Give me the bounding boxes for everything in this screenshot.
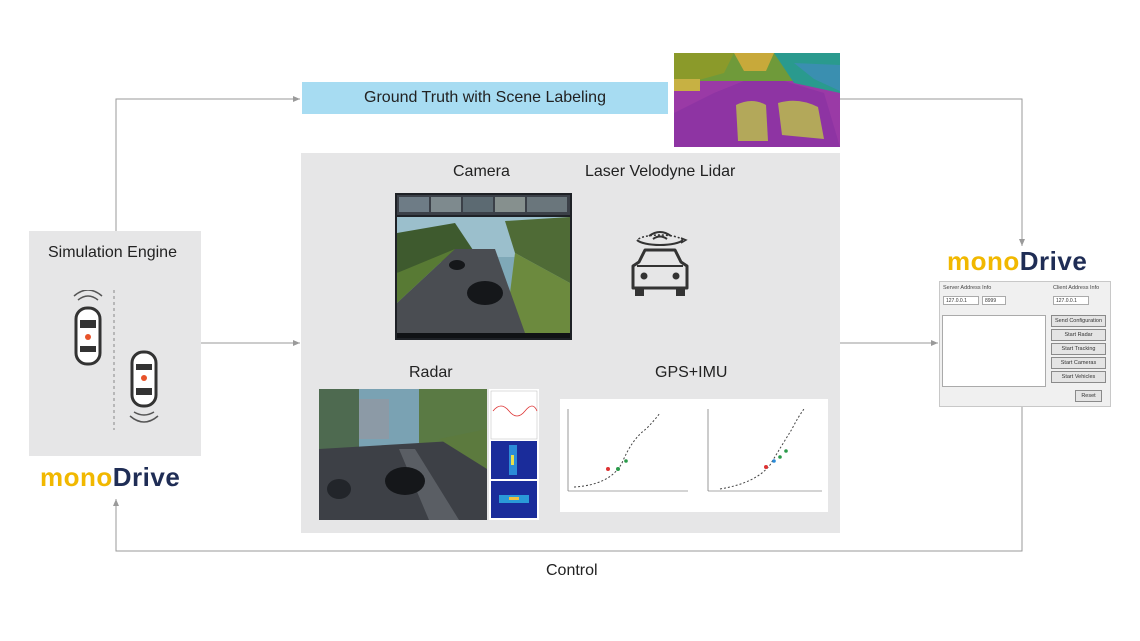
client-address-header: Client Address Info (1053, 285, 1100, 291)
logo-drive: Drive (112, 462, 181, 492)
arrow-control-loop (113, 404, 1023, 552)
lidar-label: Laser Velodyne Lidar (585, 163, 736, 180)
client-ip-field[interactable]: 127.0.0.1 (1053, 296, 1089, 305)
send-configuration-button[interactable]: Send Configuration (1051, 315, 1106, 327)
logo-mono: mono (947, 246, 1020, 276)
start-tracking-button[interactable]: Start Tracking (1051, 343, 1106, 355)
log-list[interactable] (942, 315, 1046, 387)
server-address-header: Server Address Info (943, 285, 992, 291)
simulation-engine-title: Simulation Engine (48, 244, 177, 261)
start-radar-button[interactable]: Start Radar (1051, 329, 1106, 341)
gps-imu-label: GPS+IMU (655, 364, 728, 381)
radar-label: Radar (409, 364, 453, 381)
simulation-engine-panel (29, 231, 201, 456)
scene-labeling-image (674, 53, 840, 147)
arrow-ground-truth-to-client (840, 98, 1025, 246)
ground-truth-bar: Ground Truth with Scene Labeling (302, 82, 668, 114)
gps-imu-plot-image (560, 399, 828, 512)
camera-label: Camera (453, 163, 510, 180)
logo-drive: Drive (1019, 246, 1088, 276)
ground-truth-label: Ground Truth with Scene Labeling (364, 89, 606, 106)
reset-button[interactable]: Reset (1075, 390, 1102, 402)
server-port-field[interactable]: 8999 (982, 296, 1006, 305)
lidar-car-icon (631, 231, 689, 296)
client-gui-window: Server Address Info Client Address Info … (939, 281, 1111, 407)
monodrive-logo-right: monoDrive (947, 246, 1087, 277)
radar-plots-image (489, 389, 539, 520)
simulation-cars-icon (73, 290, 159, 430)
start-cameras-button[interactable]: Start Cameras (1051, 357, 1106, 369)
server-ip-field[interactable]: 127.0.0.1 (943, 296, 979, 305)
monodrive-logo-left: monoDrive (40, 462, 180, 493)
logo-mono: mono (40, 462, 113, 492)
radar-view-image (319, 389, 487, 520)
control-label: Control (546, 562, 598, 579)
start-vehicles-button[interactable]: Start Vehicles (1051, 371, 1106, 383)
arrow-sim-to-ground-truth (115, 96, 300, 231)
camera-view-image (395, 193, 572, 340)
